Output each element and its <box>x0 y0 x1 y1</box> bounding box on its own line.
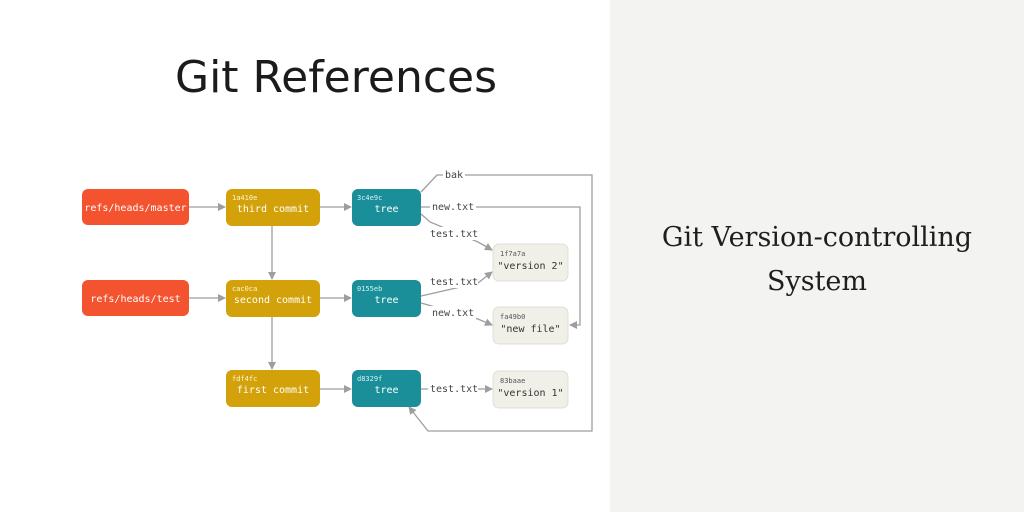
commit-hash: fdf4fc <box>232 375 257 383</box>
commit-node-second: cac0ca second commit <box>226 280 320 317</box>
edge-tree1-bak-tree3 <box>408 174 593 432</box>
ref-node-master: refs/heads/master <box>82 189 189 225</box>
blob-node-version-1: 83baae "version 1" <box>492 370 569 409</box>
blob-hash: fa49b0 <box>500 313 525 321</box>
subtitle-line-1: Git Version-controlling <box>661 222 973 253</box>
tree-label: tree <box>374 295 398 306</box>
edge-label-bak: bak <box>445 170 463 181</box>
subtitle-line-2: System <box>766 266 868 297</box>
ref-label: refs/heads/master <box>84 203 186 214</box>
tree-hash: d8329f <box>357 375 382 383</box>
edges <box>189 174 593 432</box>
commit-label: second commit <box>234 295 312 306</box>
commit-node-third: 1a410e third commit <box>226 189 320 226</box>
tree-hash: 0155eb <box>357 285 382 293</box>
tree-label: tree <box>374 385 398 396</box>
commit-label: third commit <box>237 204 309 215</box>
edge-label-test-txt-1: test.txt <box>430 229 478 240</box>
edge-label-new-txt-1: new.txt <box>432 202 474 213</box>
edge-label-new-txt-2: new.txt <box>432 308 474 319</box>
blob-node-version-2: 1f7a7a "version 2" <box>492 243 569 282</box>
blob-label: "new file" <box>500 324 560 335</box>
ref-label: refs/heads/test <box>90 294 180 305</box>
commit-node-first: fdf4fc first commit <box>226 370 320 407</box>
blob-hash: 1f7a7a <box>500 250 525 258</box>
blob-hash: 83baae <box>500 377 525 385</box>
tree-node-3: d8329f tree <box>352 370 421 407</box>
edge-label-test-txt-2: test.txt <box>430 277 478 288</box>
tree-label: tree <box>374 204 398 215</box>
tree-hash: 3c4e9c <box>357 194 382 202</box>
edge-label-test-txt-3: test.txt <box>430 384 478 395</box>
git-references-diagram: bak new.txt test.txt test.txt new.txt te… <box>82 168 593 432</box>
blob-label: "version 1" <box>497 388 563 399</box>
tree-node-1: 3c4e9c tree <box>352 189 421 226</box>
right-panel <box>610 0 1024 512</box>
ref-node-test: refs/heads/test <box>82 280 189 316</box>
tree-node-2: 0155eb tree <box>352 280 421 317</box>
commit-hash: cac0ca <box>232 285 257 293</box>
commit-hash: 1a410e <box>232 194 257 202</box>
commit-label: first commit <box>237 385 309 396</box>
blob-label: "version 2" <box>497 261 563 272</box>
page-title: Git References <box>174 52 498 103</box>
blob-node-new-file: fa49b0 "new file" <box>492 306 569 345</box>
subtitle: Git Version-controlling System <box>610 216 1024 304</box>
edge-labels: bak new.txt test.txt test.txt new.txt te… <box>428 168 478 395</box>
edge-tree1-newtxt-newfile <box>421 206 581 329</box>
